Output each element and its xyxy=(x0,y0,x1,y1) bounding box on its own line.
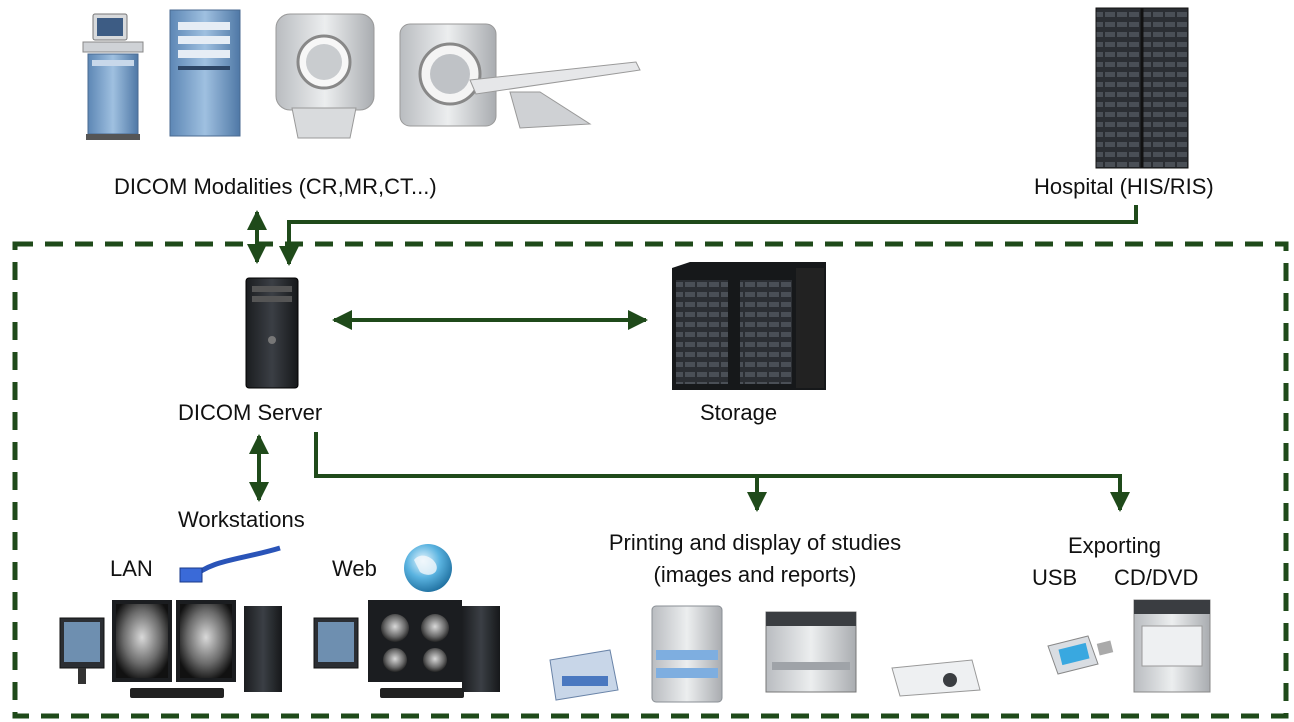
storage-label: Storage xyxy=(700,400,778,425)
disc-publisher-icon xyxy=(1133,599,1211,693)
workstations-label: Workstations xyxy=(178,507,305,532)
printing-label-line1: Printing and display of studies xyxy=(608,530,902,555)
storage-rack-icon xyxy=(672,262,826,390)
server-rack-icon xyxy=(1095,7,1189,169)
printer-icon xyxy=(549,605,981,703)
globe-icon xyxy=(404,544,452,592)
ultrasound-cart-icon xyxy=(82,13,144,140)
ct-scanner-icon xyxy=(399,23,641,129)
modalities-label: DICOM Modalities (CR,MR,CT...) xyxy=(114,174,437,199)
ethernet-cable-icon xyxy=(179,545,281,583)
cddvd-label: CD/DVD xyxy=(1114,565,1199,590)
workstation-lan xyxy=(59,600,282,698)
printing-label-line2: (images and reports) xyxy=(653,562,857,587)
hospital-server-arrow xyxy=(279,205,1138,266)
hospital-label: Hospital (HIS/RIS) xyxy=(1034,174,1214,199)
cr-reader-icon xyxy=(169,9,241,137)
usb-stick-icon xyxy=(1047,635,1114,675)
mri-scanner-icon xyxy=(275,13,375,139)
exporting-label: Exporting xyxy=(1068,533,1161,558)
workstation-web xyxy=(313,600,500,698)
web-label: Web xyxy=(332,556,377,581)
network-boundary xyxy=(12,241,1289,719)
server-exporting-arrow xyxy=(314,432,1130,512)
server-label: DICOM Server xyxy=(178,400,323,425)
usb-label: USB xyxy=(1032,565,1078,590)
tower-server-icon xyxy=(245,277,299,389)
lan-label: LAN xyxy=(110,556,153,581)
